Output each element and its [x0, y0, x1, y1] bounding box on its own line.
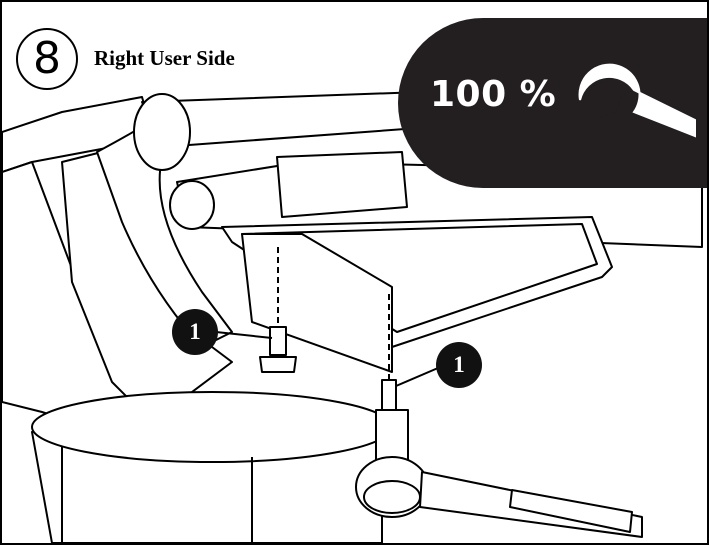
foam-grip	[276, 151, 408, 218]
leader-right	[395, 367, 439, 387]
bolt-right-shaft	[381, 379, 397, 411]
callout-bolt-left: 1	[172, 309, 218, 355]
leader-left	[215, 331, 273, 339]
handle-end	[169, 180, 215, 230]
torque-label: 100 %	[430, 74, 557, 115]
wrench-icon	[578, 63, 696, 138]
step-number: 8	[16, 28, 78, 90]
ratchet-gear	[363, 480, 421, 514]
socket	[375, 409, 409, 461]
end-cap	[133, 93, 191, 171]
column-top	[31, 391, 393, 463]
step-title: Right User Side	[94, 46, 235, 70]
bolt-left-shaft	[269, 326, 287, 356]
bracket-plate	[241, 233, 393, 373]
bolt-left-head	[259, 356, 297, 373]
callout-bolt-right: 1	[436, 342, 482, 388]
ratchet-grip	[509, 489, 633, 533]
